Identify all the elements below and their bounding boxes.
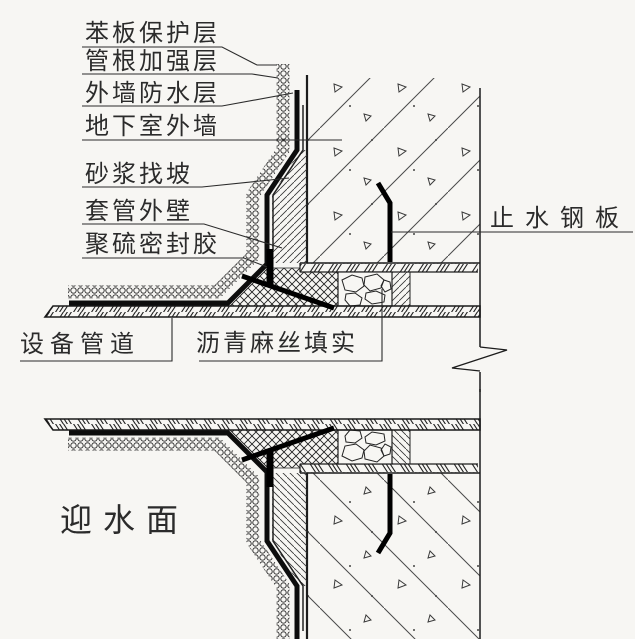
label-asphalt-hemp-fill: 沥青麻丝填实 [196,330,358,357]
callouts-bottom: 设备管道 沥青麻丝填实 [20,289,383,362]
leader-equipment-pipe [20,318,173,362]
label-mortar-slope: 砂浆找坡 [85,161,193,188]
leader-protection-board [82,46,277,66]
label-polysulfide-sealant: 聚硫密封胶 [85,231,220,258]
leader-asphalt-hemp-fill [199,289,383,362]
callout-right: 止水钢板 [391,205,633,233]
leader-mortar-slope [82,177,290,188]
break-line-symbol [451,346,508,372]
leader-casing-outer-wall [82,223,283,249]
caption-water-facing-side: 迎水面 [60,502,189,538]
leader-polysulfide-sealant [82,257,268,268]
label-pipe-root-reinforcement: 管根加强层 [85,48,220,75]
label-basement-exterior-wall: 地下室外墙 [85,113,220,140]
label-waterstop-steel-plate: 止水钢板 [490,205,630,232]
callouts-left: 苯板保护层 管根加强层 外墙防水层 地下室外墙 砂浆找坡 套管外壁 聚硫密封胶 [82,20,342,268]
label-equipment-pipe: 设备管道 [20,331,140,358]
label-exterior-wall-waterproof-layer: 外墙防水层 [85,80,220,107]
label-protection-board: 苯板保护层 [85,20,220,47]
leader-pipe-root-reinforcement [82,73,279,79]
leader-exterior-wall-waterproof-layer [82,92,294,107]
label-casing-outer-wall: 套管外壁 [85,198,193,225]
